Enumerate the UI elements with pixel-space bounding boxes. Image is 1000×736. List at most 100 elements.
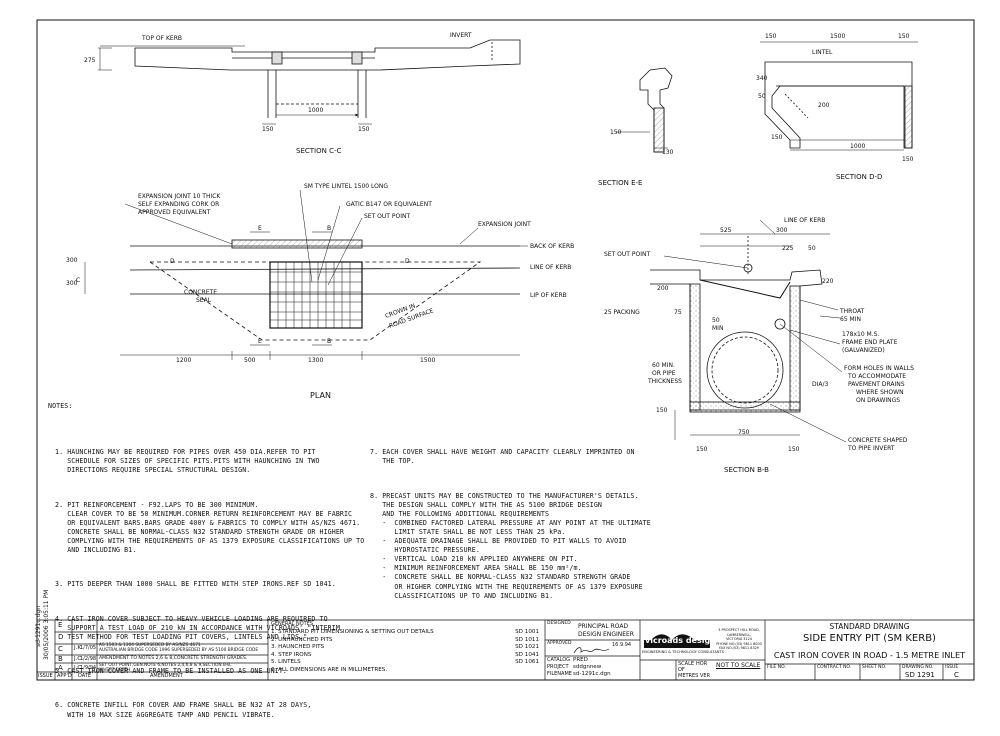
dd-dim-50: 50 [758,93,766,100]
bb-thickness-3: THICKNESS [647,378,682,385]
bb-end-plate-1: 178x10 M.S. [842,331,879,338]
amend-date-c: 1/7/05 [80,645,97,651]
drawing-number: SD 1291 [905,671,935,679]
standard-drawing-label: STANDARD DRAWING [829,622,910,631]
address-line-2: CAMBERWELL, [726,632,752,637]
ee-dim-130: 130 [662,149,674,156]
cc-dim-150a: 150 [262,126,274,133]
amend-issue-c: C [58,645,63,653]
amend-app-b: J.C. [74,656,83,662]
bb-dim-50: 50 [808,245,816,252]
plan-label-b-top: B [327,225,331,232]
drawing-subtitle: CAST IRON COVER IN ROAD - 1.5 METRE INLE… [773,650,966,660]
scale-of: OF [678,667,685,673]
note-4: 4. CAST IRON COVER SUBJECT TO HEAVY VEHI… [55,614,340,641]
bb-dim-150b: 150 [696,446,708,453]
plan-expansion-joint-right: EXPANSION JOINT [478,221,531,228]
plan-dim-1500: 1500 [420,357,435,364]
general-notes-list: 1. STANDARD PIT DIMENSIONING & SETTING O… [271,629,539,675]
designed-label: DESIGNED [547,621,571,626]
bb-dim-200: 200 [657,285,669,292]
approved-date: 16.9.94 [612,642,632,648]
scale-metres: METRES [678,673,699,679]
amend-header-amendment: AMENDMENT [150,673,183,679]
bb-dim-150a: 150 [656,407,668,414]
bb-form-holes-1: FORM HOLES IN WALLS [844,365,914,372]
section-dd [760,41,918,151]
sheet-border [36,19,975,681]
plan-expansion-joint-left-2: SELF EXPANDING CORK OR [138,201,219,208]
plan-concrete-seal-2: SEAL [196,297,212,304]
bb-line-of-kerb: LINE OF KERB [784,217,825,224]
amend-issue-e: E [58,621,63,629]
amend-app-c: J.K. [74,645,83,651]
drawing-sheet: TOP OF KERB INVERT 275 1000 150 150 SECT… [35,19,975,719]
bb-dim-525: 525 [720,227,732,234]
dd-dim-1000: 1000 [850,143,865,150]
bb-dim-300: 300 [776,227,788,234]
catalog-value: PRED [573,657,588,663]
dd-lintel: LINTEL [812,49,833,56]
section-cc [98,39,521,125]
scale-hor: HOR [696,661,708,667]
dd-dim-150b: 150 [898,33,910,40]
bb-dim-75: 75 [674,309,682,316]
plan-label-e-bottom: E [258,338,262,345]
dd-dim-150d: 150 [902,156,914,163]
amend-app-a: J.C. [74,665,83,671]
general-note-6: 6. ALL DIMENSIONS ARE IN MILLIMETRES. [271,666,388,673]
logo-subtitle: ENGINEERING & TECHNOLOGY CONSULTANTS [642,650,724,654]
notes-heading: NOTES: [48,402,73,410]
plan-label-e-top: E [258,225,262,232]
bb-form-holes-3: PAVEMENT DRAINS [848,381,905,388]
amend-header-date: DATE [78,673,92,679]
plan-concrete-seal-1: CONCRETE [184,289,217,296]
amend-header-issue: ISSUE [38,673,53,679]
bb-end-plate-2: FRAME END PLATE [842,339,898,346]
address-line-3: VICTORIA 3124 [726,637,752,641]
note-6: 6. CONCRETE INFILL FOR COVER AND FRAME S… [55,701,312,719]
bb-set-out-point: SET OUT POINT [604,251,650,258]
side-file-text: sd-1291c.dgn [35,606,42,647]
designed-value-1: PRINCIPAL ROAD [578,623,629,630]
scale-value: NOT TO SCALE [716,662,761,669]
vicroads-logo [642,622,710,656]
bb-title: SECTION B-B [724,466,769,474]
logo-text: vicroads design [645,636,716,645]
cc-top-of-kerb: TOP OF KERB [141,35,182,42]
amend-text-b: AMENDMENT TO NOTES 2,6 & 8,CONCRETE STRE… [99,656,248,661]
drawing-issue: C [954,671,959,679]
bb-dim-50min-2: MIN [712,325,723,332]
ee-title: SECTION E-E [598,179,642,187]
plan-line-of-kerb: LINE OF KERB [530,264,571,271]
plan-label-d-left: D [170,258,175,265]
amend-date-b: 1/2/98 [80,656,97,662]
notes-left-column: 1. HAUNCHING MAY BE REQUIRED FOR PIPES O… [55,430,364,736]
dd-dim-200: 200 [818,102,830,109]
amend-header-app: APP'D [57,673,72,679]
project-value: sddgnnew [573,664,602,670]
cc-invert: INVERT [450,32,472,39]
bb-throat-2: 65 MIN [840,316,861,323]
note-5: 5. CAST IRON COVER AND FRAME TO BE INSTA… [55,667,287,676]
bb-dim-750: 750 [738,429,750,436]
plan-expansion-joint-left-1: EXPANSION JOINT 10 THICK [138,193,221,200]
dd-title: SECTION D-D [836,173,882,181]
drawing-title: SIDE ENTRY PIT (SM KERB) [803,633,936,644]
bb-throat-1: THROAT [839,308,865,315]
cc-title: SECTION C-C [296,147,341,155]
note-2: 2. PIT REINFORCEMENT - F92.LAPS TO BE 30… [55,500,365,555]
dd-dim-150a: 150 [765,33,777,40]
dd-dim-150c: 150 [771,134,783,141]
scale-label: SCALE [678,661,695,667]
amend-text-a: SET OUT POINT,GEN.NOTE 6,NOTES 2,4,6,8 &… [99,663,232,673]
plan-lip-of-kerb: LIP OF KERB [530,292,567,299]
bb-form-holes-4: WHERE SHOWN [856,389,904,396]
notes-right-column: 7. EACH COVER SHALL HAVE WEIGHT AND CAPA… [370,430,651,617]
file-no-label: FILE NO. [767,665,786,670]
plan-back-of-kerb: BACK OF KERB [530,243,574,250]
issue-label: ISSUE [945,665,959,670]
